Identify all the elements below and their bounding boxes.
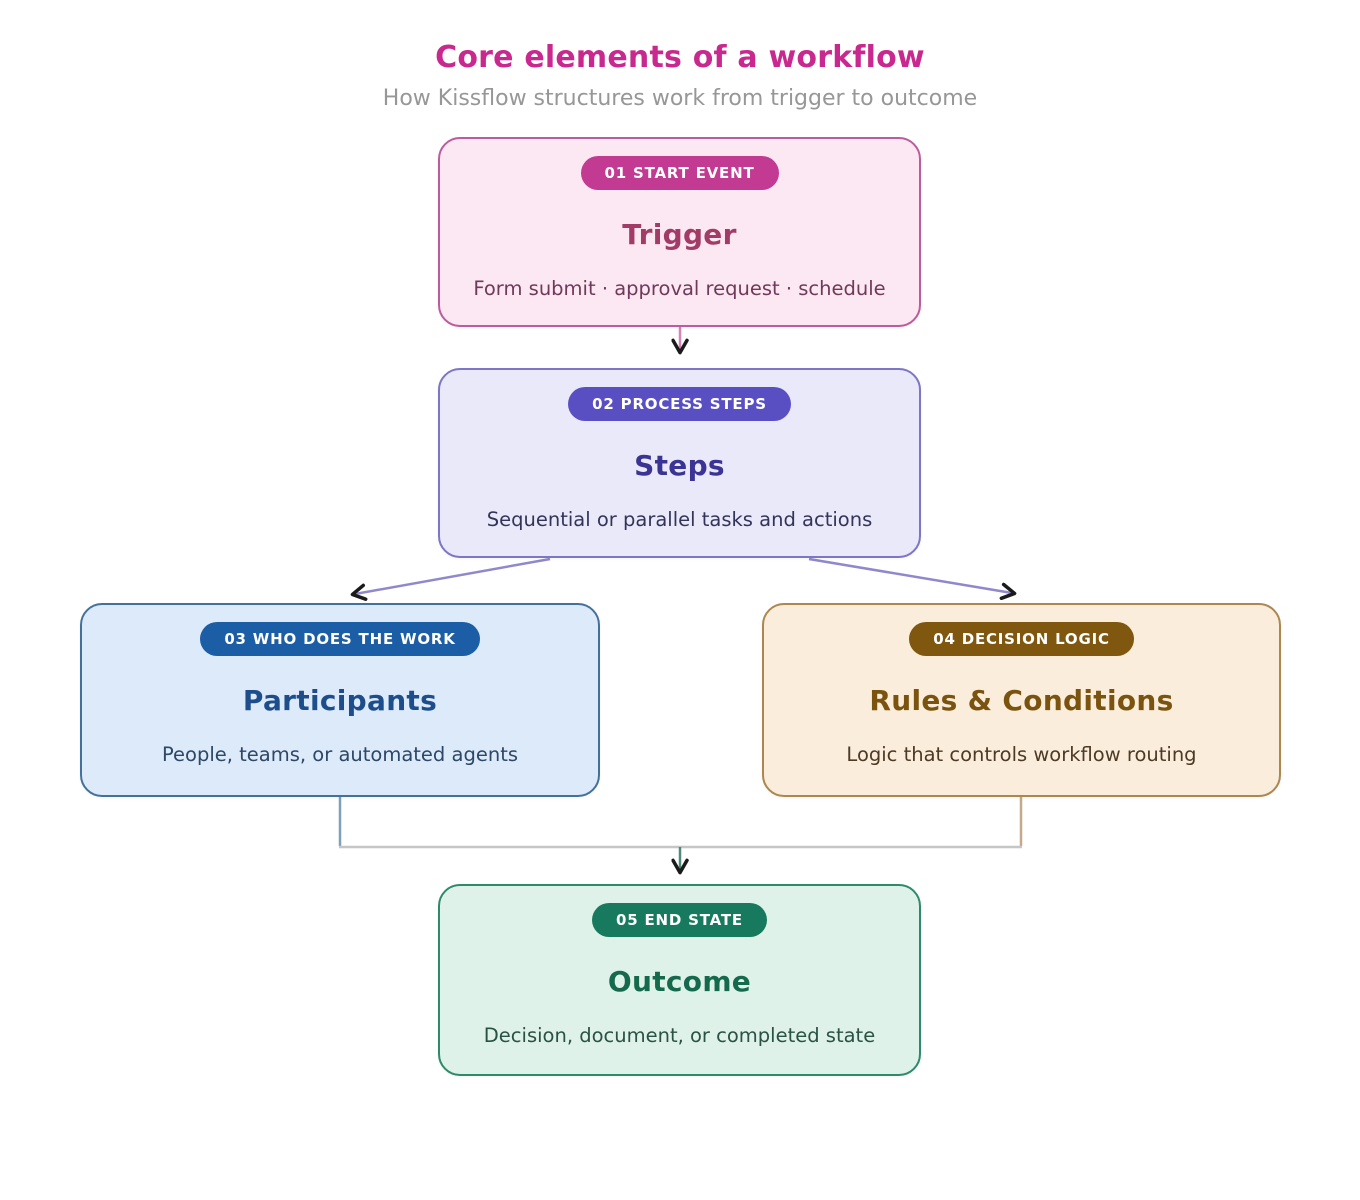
badge-end-state: 05 END STATE	[592, 903, 767, 937]
badge-who-does-the-work: 03 WHO DOES THE WORK	[200, 622, 480, 656]
card-trigger-title: Trigger	[622, 218, 737, 251]
card-participants-title: Participants	[242, 684, 438, 717]
card-outcome-description: Decision, document, or completed state	[483, 1024, 876, 1047]
arrow-steps-to-participants	[350, 557, 551, 601]
card-steps-title: Steps	[634, 449, 725, 482]
card-decision-logic: 04 DECISION LOGIC Rules & Conditions Log…	[762, 603, 1281, 797]
card-participants: 03 WHO DOES THE WORK Participants People…	[80, 603, 600, 797]
card-trigger: 01 START EVENT Trigger Form submit · app…	[438, 137, 921, 327]
card-decision-title: Rules & Conditions	[869, 684, 1174, 717]
badge-decision-logic: 04 DECISION LOGIC	[909, 622, 1134, 656]
card-outcome: 05 END STATE Outcome Decision, document,…	[438, 884, 921, 1076]
card-steps: 02 PROCESS STEPS Steps Sequential or par…	[438, 368, 921, 558]
card-trigger-description: Form submit · approval request · schedul…	[473, 277, 886, 300]
card-decision-description: Logic that controls workflow routing	[846, 743, 1197, 766]
card-steps-description: Sequential or parallel tasks and actions	[486, 508, 873, 531]
page-title: Core elements of a workflow	[435, 40, 925, 75]
page-subtitle: How Kissflow structures work from trigge…	[382, 86, 978, 111]
card-participants-description: People, teams, or automated agents	[161, 743, 518, 766]
card-outcome-title: Outcome	[607, 965, 752, 998]
badge-process-steps: 02 PROCESS STEPS	[568, 387, 791, 421]
badge-start-event: 01 START EVENT	[580, 156, 779, 190]
arrow-steps-to-decision	[808, 557, 1017, 601]
